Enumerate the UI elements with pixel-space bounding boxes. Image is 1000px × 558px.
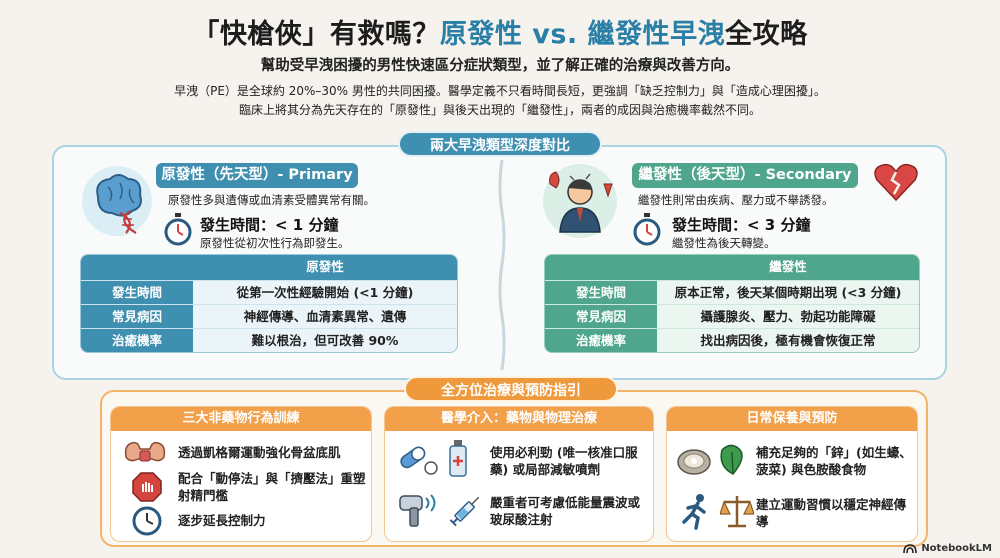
title-highlight: 原發性 vs. 繼發性早洩 xyxy=(439,19,726,50)
row-value: 難以根治，但可改善 90% xyxy=(251,333,399,348)
table-header-row: 原發性 xyxy=(81,255,457,280)
intro-line-1: 早洩（PE）是全球約 20%–30% 男性的共同困擾。醫學定義不只看時間長短，更… xyxy=(174,84,826,98)
row-value: 攝護腺炎、壓力、勃起功能障礙 xyxy=(700,309,876,324)
list-item: 建立運動習慣以穩定神經傳導 xyxy=(756,497,907,529)
table-header: 原發性 xyxy=(193,255,457,280)
table-row: 治癒機率 難以根治，但可改善 90% xyxy=(81,328,457,352)
secondary-table: 繼發性 發生時間 原本正常，後天某個時期出現 (<3 分鐘) 常見病因 攝護腺炎、壓… xyxy=(544,254,920,353)
list-item: 透過凱格爾運動強化骨盆底肌 xyxy=(178,445,341,460)
spinach-icon xyxy=(720,444,743,475)
list-item: 逐步延長控制力 xyxy=(178,513,266,528)
row-key: 常見病因 xyxy=(81,305,193,328)
primary-tag: 原發性（先天型）- Primary xyxy=(156,163,358,188)
table-row: 常見病因 神經傳導、血清素異常、遺傳 xyxy=(81,304,457,328)
pills-icon xyxy=(400,446,438,475)
page-title: 「快槍俠」有救嗎？原發性 vs. 繼發性早洩全攻略 xyxy=(0,12,1000,51)
syringe-icon xyxy=(449,496,480,527)
shockwave-device-icon xyxy=(399,494,436,527)
card-title: 三大非藥物行為訓練 xyxy=(111,407,371,431)
row-key: 常見病因 xyxy=(545,305,657,328)
list-item: 使用必利勁 (唯一核准口服藥) 或局部減敏噴劑 xyxy=(490,445,638,477)
secondary-tag: 繼發性（後天型）- Secondary xyxy=(632,163,858,188)
spray-icon xyxy=(449,440,467,477)
broken-heart-icon xyxy=(874,163,918,202)
stopwatch-icon xyxy=(633,213,661,246)
row-key: 治癒機率 xyxy=(545,329,657,352)
card-title: 日常保養與預防 xyxy=(667,407,917,431)
primary-description: 原發性多與遺傳或血清素受體異常有關。 xyxy=(168,193,375,207)
row-key: 治癒機率 xyxy=(81,329,193,352)
balance-scale-icon xyxy=(720,496,754,528)
row-value: 找出病因後，極有機會恢復正常 xyxy=(700,333,876,348)
secondary-description: 繼發性則常由疾病、壓力或不舉誘發。 xyxy=(638,193,834,207)
list-item: 配合「動停法」與「擠壓法」重塑射精門檻 xyxy=(178,471,366,503)
daily-care-card: 日常保養與預防 xyxy=(666,406,918,542)
stop-sign-icon xyxy=(132,472,162,502)
table-row: 常見病因 攝護腺炎、壓力、勃起功能障礙 xyxy=(545,304,919,328)
table-header: 繼發性 xyxy=(657,255,919,280)
secondary-onset: 發生時間：< 3 分鐘 xyxy=(672,216,811,234)
clock-icon xyxy=(132,506,162,536)
row-value: 原本正常，後天某個時期出現 (<3 分鐘) xyxy=(674,285,902,300)
title-tail: 全攻略 xyxy=(725,19,808,50)
table-row: 發生時間 原本正常，後天某個時期出現 (<3 分鐘) xyxy=(545,280,919,304)
primary-onset: 發生時間：< 1 分鐘 xyxy=(200,216,339,234)
comparison-section-title: 兩大早洩類型深度對比 xyxy=(398,131,602,157)
table-row: 發生時間 從第一次性經驗開始 (<1 分鐘) xyxy=(81,280,457,304)
table-row: 治癒機率 找出病因後，極有機會恢復正常 xyxy=(545,328,919,352)
treatment-section-title: 全方位治療與預防指引 xyxy=(404,376,618,402)
primary-table: 原發性 發生時間 從第一次性經驗開始 (<1 分鐘) 常見病因 神經傳導、血清素異常… xyxy=(80,254,458,353)
row-value: 神經傳導、血清素異常、遺傳 xyxy=(243,309,407,324)
title-lead: 「快槍俠」有救嗎？ xyxy=(192,19,440,50)
list-item: 補充足夠的「鋅」(如生蠔、菠菜) 與色胺酸食物 xyxy=(756,445,912,477)
primary-onset-note: 原發性從初次性行為即發生。 xyxy=(200,236,350,250)
list-item: 嚴重者可考慮低能量震波或玻尿酸注射 xyxy=(490,495,641,527)
brand-watermark: NotebookLM xyxy=(903,543,992,554)
stressed-man-icon xyxy=(543,164,617,238)
medical-intervention-card: 醫學介入：藥物與物理治療 xyxy=(384,406,654,542)
table-header-row: 繼發性 xyxy=(545,255,919,280)
card-title: 醫學介入：藥物與物理治療 xyxy=(385,407,653,431)
muscle-icon xyxy=(124,441,166,462)
intro-line-2: 臨床上將其分為先天存在的「原發性」與後天出現的「繼發性」，兩者的成因與治癒機率截… xyxy=(238,103,761,117)
page-subtitle: 幫助受早洩困擾的男性快速區分症狀類型，並了解正確的治療與改善方向。 xyxy=(260,58,740,74)
row-key: 發生時間 xyxy=(81,281,193,304)
stopwatch-icon xyxy=(164,213,192,246)
brain-dna-icon xyxy=(82,166,152,236)
notebooklm-logo-icon xyxy=(903,543,918,553)
row-key: 發生時間 xyxy=(545,281,657,304)
panel-divider xyxy=(498,160,506,370)
oyster-icon xyxy=(677,449,711,475)
intro-text: 早洩（PE）是全球約 20%–30% 男性的共同困擾。醫學定義不只看時間長短，更… xyxy=(0,82,1000,120)
brand-label: NotebookLM xyxy=(921,543,992,554)
row-value: 從第一次性經驗開始 (<1 分鐘) xyxy=(236,285,414,300)
runner-icon xyxy=(682,494,706,530)
secondary-onset-note: 繼發性為後天轉變。 xyxy=(672,236,776,250)
